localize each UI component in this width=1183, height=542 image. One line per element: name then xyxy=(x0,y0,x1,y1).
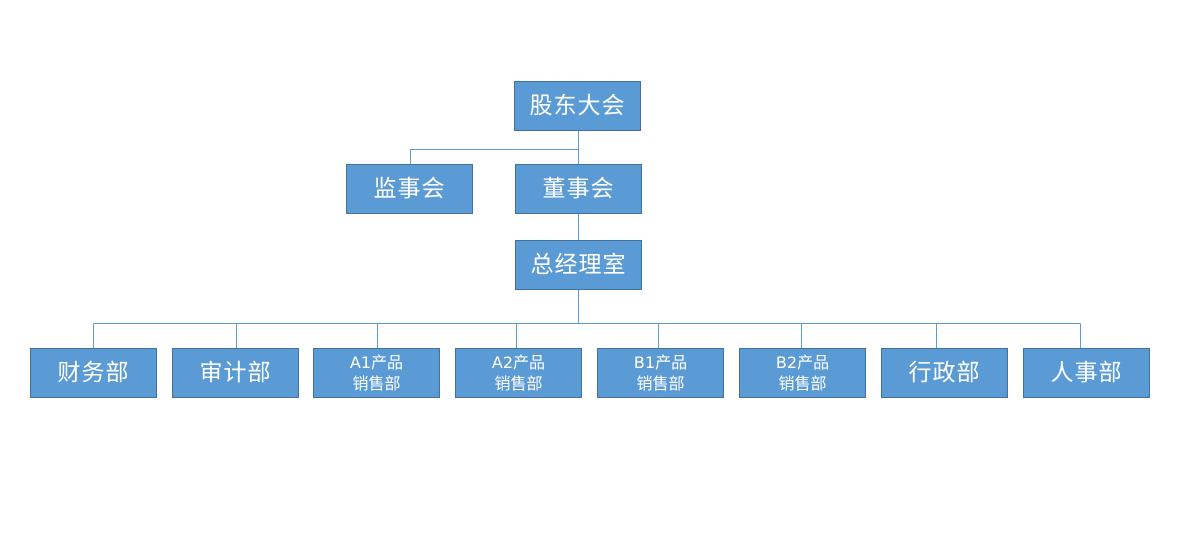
node-shareholders-meeting-label: 股东大会 xyxy=(529,92,626,119)
node-b2-sales-label: B2产品销售部 xyxy=(775,353,830,393)
node-b1-sales: B1产品销售部 xyxy=(597,348,724,398)
node-human-resources-label: 人事部 xyxy=(1050,359,1123,386)
node-human-resources: 人事部 xyxy=(1023,348,1150,398)
node-a1-sales-label: A1产品销售部 xyxy=(349,353,404,393)
node-board-of-directors: 董事会 xyxy=(515,164,642,214)
node-a2-sales: A2产品销售部 xyxy=(455,348,582,398)
node-a2-sales-label: A2产品销售部 xyxy=(491,353,546,393)
node-finance: 财务部 xyxy=(30,348,157,398)
node-shareholders-meeting: 股东大会 xyxy=(514,81,641,131)
node-general-manager-office: 总经理室 xyxy=(515,240,642,290)
node-a1-sales: A1产品销售部 xyxy=(313,348,440,398)
node-supervisory-board-label: 监事会 xyxy=(373,175,446,202)
node-b2-sales: B2产品销售部 xyxy=(739,348,866,398)
node-finance-label: 财务部 xyxy=(57,359,130,386)
node-administration-label: 行政部 xyxy=(908,359,981,386)
node-audit: 审计部 xyxy=(172,348,299,398)
node-general-manager-office-label: 总经理室 xyxy=(530,251,627,278)
node-supervisory-board: 监事会 xyxy=(346,164,473,214)
node-b1-sales-label: B1产品销售部 xyxy=(633,353,688,393)
node-administration: 行政部 xyxy=(881,348,1008,398)
node-board-of-directors-label: 董事会 xyxy=(542,175,615,202)
node-audit-label: 审计部 xyxy=(199,359,272,386)
